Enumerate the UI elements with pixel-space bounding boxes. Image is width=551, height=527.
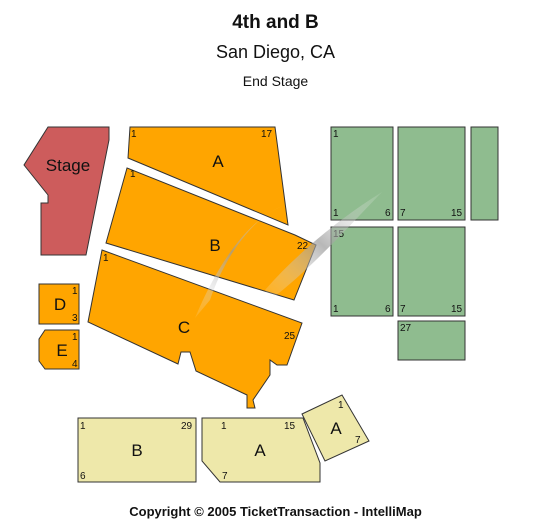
section-floor-b-tl: 1 <box>80 421 86 432</box>
section-upper-a[interactable]: A 1 17 <box>127 126 289 226</box>
section-green-6-tl: 27 <box>400 323 412 334</box>
section-green-6[interactable]: 27 <box>397 320 466 361</box>
watermark-swoosh-icon <box>195 192 382 318</box>
section-upper-a-seat-last: 17 <box>261 129 273 140</box>
section-green-4-bl: 1 <box>333 304 339 315</box>
section-green-1-bl: 1 <box>333 208 339 219</box>
section-green-4-br: 6 <box>385 304 391 315</box>
section-green-1-shape[interactable] <box>330 126 394 221</box>
section-upper-c-seat-first: 1 <box>103 253 109 264</box>
copyright-footer: Copyright © 2005 TicketTransaction - Int… <box>129 504 422 519</box>
section-upper-c[interactable]: C 1 25 <box>87 249 303 409</box>
section-box-e-label: E <box>56 341 67 360</box>
section-upper-c-seat-last: 25 <box>284 331 296 342</box>
section-floor-a-tr: 15 <box>284 421 296 432</box>
section-green-2-bl: 7 <box>400 208 406 219</box>
section-box-d-label: D <box>54 295 66 314</box>
section-green-5-br: 15 <box>451 304 463 315</box>
section-upper-b[interactable]: B 1 22 <box>105 167 317 301</box>
section-box-d-row-top: 1 <box>72 286 78 297</box>
section-floor-a-bl: 7 <box>222 471 228 482</box>
section-green-2-br: 15 <box>451 208 463 219</box>
section-green-6-shape[interactable] <box>397 320 466 361</box>
stage-configuration: End Stage <box>242 73 309 89</box>
section-floor-b-bl: 6 <box>80 471 86 482</box>
section-upper-b-label: B <box>209 236 220 255</box>
section-floor-a-shape[interactable] <box>201 417 321 483</box>
section-upper-b-shape[interactable] <box>105 167 317 301</box>
stage-label: Stage <box>46 156 90 175</box>
section-green-2[interactable]: 7 15 <box>397 126 466 221</box>
section-green-2-shape[interactable] <box>397 126 466 221</box>
section-green-5-shape[interactable] <box>397 226 466 317</box>
section-green-3-shape[interactable] <box>470 126 499 221</box>
section-box-e-row-bottom: 4 <box>72 359 78 370</box>
section-green-4-shape[interactable] <box>330 226 394 317</box>
section-upper-c-shape[interactable] <box>87 249 303 409</box>
section-upper-c-label: C <box>178 318 190 337</box>
venue-city: San Diego, CA <box>215 42 336 62</box>
section-box-e-row-top: 1 <box>72 332 78 343</box>
section-floor-b[interactable]: B 1 29 6 <box>77 417 197 483</box>
section-green-1-br: 6 <box>385 208 391 219</box>
section-floor-a-small-bottom: 7 <box>355 435 361 446</box>
section-green-5-bl: 7 <box>400 304 406 315</box>
section-box-e[interactable]: E 1 4 <box>38 329 80 370</box>
section-floor-a-tl: 1 <box>221 421 227 432</box>
section-green-4[interactable]: 15 1 6 <box>330 226 394 317</box>
section-floor-a-label: A <box>254 441 266 460</box>
section-green-1-tl: 1 <box>333 129 339 140</box>
section-green-5[interactable]: 7 15 <box>397 226 466 317</box>
section-upper-a-label: A <box>212 152 224 171</box>
stage-shape <box>23 126 110 256</box>
stage-area: Stage <box>23 126 110 256</box>
section-floor-b-label: B <box>131 441 142 460</box>
venue-title: 4th and B <box>232 12 319 33</box>
section-box-d[interactable]: D 1 3 <box>38 283 80 325</box>
section-floor-a-small[interactable]: A 1 7 <box>301 394 370 462</box>
section-box-e-shape[interactable] <box>38 329 80 370</box>
section-green-3[interactable] <box>470 126 499 221</box>
section-floor-a[interactable]: A 1 15 7 <box>201 417 321 483</box>
section-green-1[interactable]: 1 1 6 <box>330 126 394 221</box>
section-floor-a-small-shape[interactable] <box>301 394 370 462</box>
section-upper-a-shape[interactable] <box>127 126 289 226</box>
section-upper-a-seat-first: 1 <box>131 129 137 140</box>
section-floor-b-tr: 29 <box>181 421 193 432</box>
section-floor-b-shape[interactable] <box>77 417 197 483</box>
section-upper-b-seat-last: 22 <box>297 241 309 252</box>
section-box-d-row-bottom: 3 <box>72 313 78 324</box>
section-upper-b-seat-first: 1 <box>130 169 136 180</box>
section-floor-a-small-top: 1 <box>338 400 344 411</box>
section-box-d-shape[interactable] <box>38 283 80 325</box>
section-floor-a-small-label: A <box>330 419 342 438</box>
